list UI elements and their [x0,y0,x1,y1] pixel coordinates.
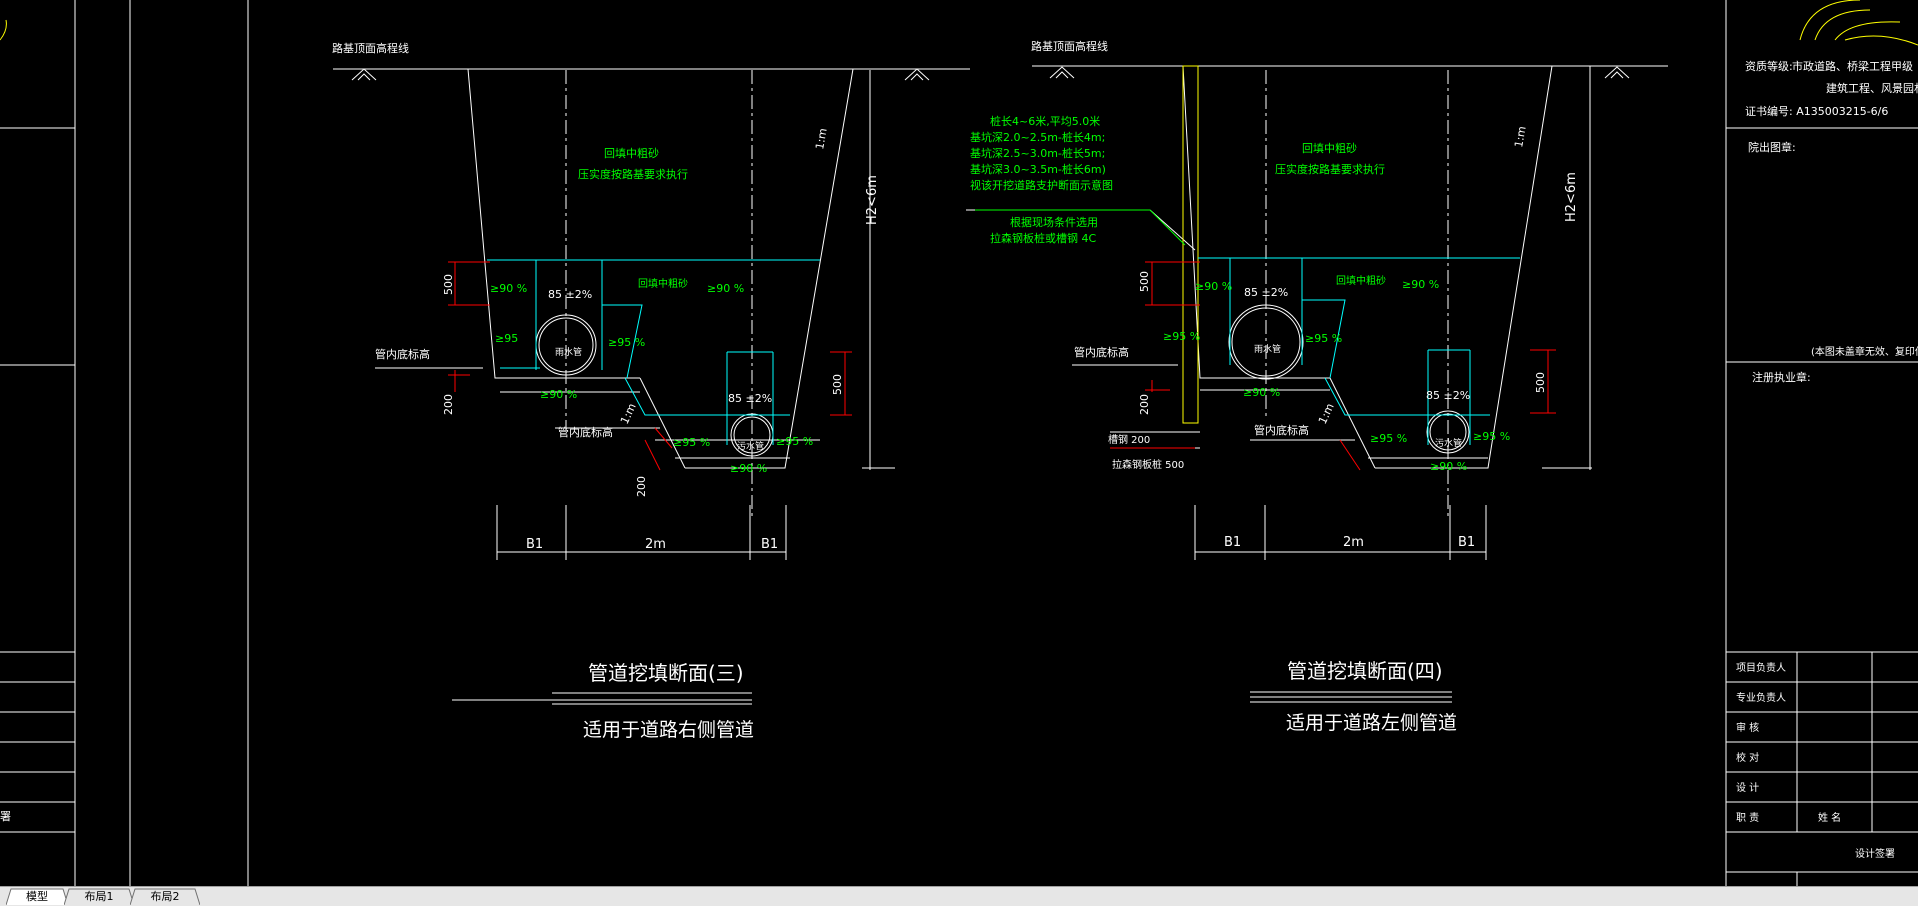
dim-200-4: 200 [1138,394,1151,415]
width-b1-left: B1 [526,537,543,552]
dim-200-a: 200 [442,394,455,415]
pile-note-7: 拉森钢板桩或槽钢 4C [990,231,1096,245]
registered-stamp-label: 注册执业章: [1752,370,1811,384]
compaction-90-a-4: ≥90 % [1195,280,1232,293]
section-drawing-4: 路基顶面高程线 桩长4~6米,平均5.0米 基坑深2.0~2.5m-桩长4m; … [966,39,1668,734]
width-b1-right: B1 [761,537,778,552]
design-signature-label: 设计签署 [1855,847,1895,860]
compaction-85-a-4: 85 ±2% [1244,286,1288,299]
row-project-lead: 项目负责人 [1736,661,1786,674]
pipe-invert-label-1: 管内底标高 [375,347,430,361]
road-level-label: 路基顶面高程线 [332,41,409,55]
tab-model[interactable]: 模型 [6,888,68,905]
dim-500-b: 500 [831,374,844,395]
section-drawing-3: 路基顶面高程线 回填中粗砂 压实度按路基要求执行 1:m H2<6m 500 5… [332,41,970,741]
tab-layout2[interactable]: 布局2 [130,888,200,905]
pile-note-6: 根据现场条件选用 [1010,215,1098,229]
sand-label-4: 回填中粗砂 [1336,274,1386,287]
compaction-85-b: 85 ±2% [728,392,772,405]
tab-layout1-label: 布局1 [84,890,114,903]
pile-note-4: 基坑深3.0~3.5m-桩长6m) [970,162,1106,176]
width-b1-right-4: B1 [1458,535,1475,550]
section-title-4: 管道挖填断面(四) [1287,659,1443,683]
depth-label-4: H2<6m [1564,172,1579,222]
steel-label-200: 槽钢 200 [1108,433,1150,446]
width-b1-left-4: B1 [1224,535,1241,550]
qualification-label: 资质等级: [1745,59,1793,73]
rain-pipe-label: 雨水管 [555,346,582,358]
left-panel-label: 署 [0,810,11,823]
section-subtitle-4: 适用于道路左侧管道 [1286,712,1457,734]
tab-layout1[interactable]: 布局1 [64,888,134,905]
dim-500-a-4: 500 [1138,271,1151,292]
row-review: 审 核 [1736,721,1759,734]
pile-note-1: 桩长4~6米,平均5.0米 [990,114,1100,128]
steel-label-500: 拉森钢板桩 500 [1112,458,1184,471]
qualification-value-2: 建筑工程、风景园林乙级 [1826,81,1918,95]
compaction-95-a: ≥95 [495,332,518,345]
row-discipline-lead: 专业负责人 [1736,691,1786,704]
slope-label: 1:m [813,127,830,150]
fill-note-2: 压实度按路基要求执行 [578,167,688,181]
compaction-95-d-4: ≥95 % [1473,430,1510,443]
compaction-95-c-4: ≥95 % [1370,432,1407,445]
pipe-invert-label-4-1: 管内底标高 [1074,345,1129,359]
dim-500-a: 500 [442,274,455,295]
logo-arc-left [0,19,7,41]
pile-note-5: 视该开挖道路支护断面示意图 [970,178,1113,192]
compaction-90-b: ≥90 % [707,282,744,295]
compaction-90-a: ≥90 % [490,282,527,295]
stamp-note: (本图未盖章无效、复印件无 [1811,345,1918,358]
fill-note-1: 回填中粗砂 [604,146,659,160]
compaction-85-b-4: 85 ±2% [1426,389,1470,402]
cad-drawing-canvas[interactable]: 路基顶面高程线 回填中粗砂 压实度按路基要求执行 1:m H2<6m 500 5… [0,0,1918,886]
compaction-90-b-4: ≥90 % [1402,278,1439,291]
row-check: 校 对 [1736,751,1759,764]
certificate-number: 证书编号: A135003215-6/6 [1745,104,1888,118]
slope-label-2: 1:m [618,401,639,426]
compaction-90-c-4: ≥90 % [1243,386,1280,399]
width-2m-4: 2m [1343,535,1364,550]
sewer-pipe-label-4: 污水管 [1435,437,1462,449]
slope-label-4: 1:m [1512,125,1529,148]
name-column-label: 姓 名 [1818,811,1841,824]
company-logo [1799,0,1918,46]
row-duty: 职 责 [1736,811,1759,824]
sewer-pipe-label: 污水管 [737,440,764,452]
compaction-95-b: ≥95 % [608,336,645,349]
width-2m: 2m [645,537,666,552]
compaction-85-a: 85 ±2% [548,288,592,301]
layout-tab-bar: 模型 布局1 布局2 [0,886,1918,906]
tab-model-label: 模型 [26,890,48,903]
pipe-invert-label-4-2: 管内底标高 [1254,423,1309,437]
compaction-95-d: ≥95 % [776,435,813,448]
tab-layout2-label: 布局2 [150,890,180,903]
qualification-value: 市政道路、桥梁工程甲级 [1792,59,1913,73]
section-subtitle-3: 适用于道路右侧管道 [583,719,754,741]
fill-note-4-2: 压实度按路基要求执行 [1275,162,1385,176]
compaction-90-c: ≥90 % [540,388,577,401]
fill-note-4-1: 回填中粗砂 [1302,141,1357,155]
rain-pipe-label-4: 雨水管 [1254,343,1281,355]
issued-stamp-label: 院出图章: [1748,140,1796,154]
section-title-3: 管道挖填断面(三) [588,661,744,685]
compaction-90-d: ≥90 % [730,462,767,475]
depth-label: H2<6m [865,175,880,225]
road-level-label-4: 路基顶面高程线 [1031,39,1108,53]
title-block: 资质等级: 市政道路、桥梁工程甲级 建筑工程、风景园林乙级 证书编号: A135… [0,0,1918,886]
pile-note-2: 基坑深2.0~2.5m-桩长4m; [970,130,1105,144]
compaction-95-b-4: ≥95 % [1305,332,1342,345]
pile-note-3: 基坑深2.5~3.0m-桩长5m; [970,146,1105,160]
slope-label-4-2: 1:m [1316,401,1337,426]
row-design: 设 计 [1736,781,1759,794]
dim-200-b: 200 [635,476,648,497]
compaction-90-d-4: ≥90 % [1430,460,1467,473]
sand-label: 回填中粗砂 [638,277,688,290]
compaction-95-a-4: ≥95 % [1163,330,1200,343]
pipe-invert-label-2: 管内底标高 [558,425,613,439]
dim-500-b-4: 500 [1534,372,1547,393]
compaction-95-c: ≥95 % [673,436,710,449]
